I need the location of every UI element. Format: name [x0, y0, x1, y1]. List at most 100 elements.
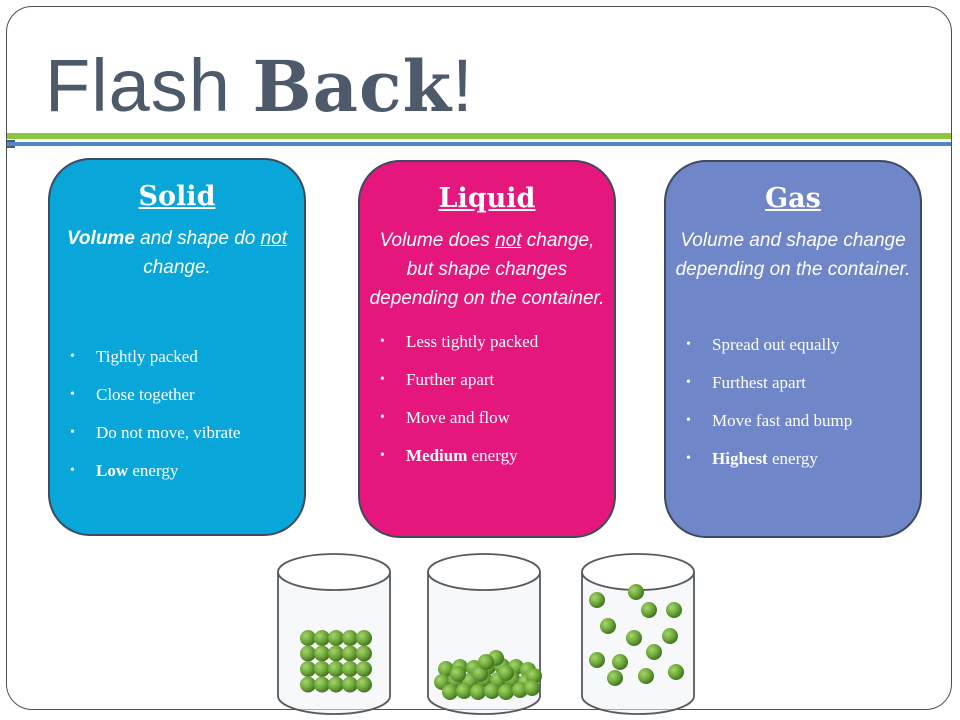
- list-item: Move and flow: [378, 399, 606, 437]
- solid-bullet-list: Tightly packed Close together Do not mov…: [58, 338, 296, 490]
- gas-heading: Gas: [765, 183, 821, 214]
- liquid-particle: [498, 665, 514, 681]
- gas-card: Gas Volume and shape change depending on…: [664, 160, 922, 538]
- liquid-particle: [450, 666, 466, 682]
- solid-particle: [314, 630, 330, 646]
- liquid-particle: [470, 684, 486, 700]
- gas-particle: [589, 592, 605, 608]
- solid-particle: [356, 630, 372, 646]
- title-exclamation: !: [452, 44, 474, 127]
- gas-particle: [641, 602, 657, 618]
- solid-particle: [328, 661, 344, 677]
- bullet-text: Less tightly packed: [406, 332, 539, 351]
- title-rule-blue: [7, 142, 951, 146]
- gas-particle: [589, 652, 605, 668]
- list-item: Furthest apart: [684, 364, 912, 402]
- bullet-text: Tightly packed: [96, 347, 198, 366]
- solid-particle: [342, 630, 358, 646]
- gas-particle: [600, 618, 616, 634]
- solid-particle: [328, 645, 344, 662]
- solid-particle: [342, 645, 358, 662]
- beaker-rim: [277, 553, 391, 591]
- solid-desc-volume: Volume: [66, 228, 135, 249]
- liquid-particle: [442, 684, 458, 700]
- liquid-particle: [438, 661, 454, 677]
- bullet-bold: Medium: [406, 446, 468, 465]
- liquid-particle: [524, 680, 540, 696]
- liquid-particle: [526, 668, 542, 684]
- solid-particle: [342, 661, 358, 677]
- solid-particle: [300, 661, 316, 677]
- solid-particle: [300, 630, 316, 646]
- solid-desc-not: not: [260, 228, 288, 249]
- gas-description: Volume and shape change depending on the…: [675, 230, 911, 280]
- solid-particle: [314, 676, 330, 693]
- solid-particle: [356, 645, 372, 662]
- list-item: Move fast and bump: [684, 402, 912, 440]
- bullet-bold: Low: [96, 461, 129, 480]
- title-bold: Back: [252, 45, 453, 128]
- bullet-text: Spread out equally: [712, 335, 840, 354]
- solid-particle: [314, 645, 330, 662]
- bullet-text: Move and flow: [406, 408, 510, 427]
- liquid-bullet-list: Less tightly packed Further apart Move a…: [368, 323, 606, 475]
- solid-desc-end: change.: [143, 257, 211, 278]
- bullet-text: Do not move, vibrate: [96, 423, 241, 442]
- solid-particle: [342, 676, 358, 693]
- gas-particle: [628, 584, 644, 600]
- slide-title: Flash Back!: [45, 41, 474, 132]
- bullet-text: Furthest apart: [712, 373, 806, 392]
- bullet-text: Move fast and bump: [712, 411, 853, 430]
- bullet-text: energy: [767, 449, 818, 468]
- liquid-particle: [456, 683, 472, 699]
- gas-particle: [607, 670, 623, 686]
- gas-particle: [638, 668, 654, 684]
- liquid-particle: [478, 654, 494, 670]
- gas-particle: [646, 644, 662, 660]
- gas-particle: [662, 628, 678, 644]
- liquid-particle: [498, 684, 514, 700]
- solid-heading: Solid: [138, 181, 216, 212]
- liquid-desc-part: Volume does: [379, 230, 496, 251]
- solid-desc-part: and shape do: [134, 228, 261, 249]
- solid-description: Volume and shape do not change.: [58, 224, 296, 282]
- list-item: Less tightly packed: [378, 323, 606, 361]
- gas-bullet-list: Spread out equally Furthest apart Move f…: [674, 326, 912, 478]
- title-rule-green: [7, 133, 951, 139]
- list-item: Close together: [68, 376, 296, 414]
- list-item: Highest energy: [684, 440, 912, 478]
- beaker-rim: [427, 553, 541, 591]
- solid-card: Solid Volume and shape do not change. Ti…: [48, 158, 306, 536]
- solid-particle: [328, 676, 344, 693]
- liquid-desc-end: change, but shape changes depending on t…: [369, 230, 605, 309]
- solid-particle: [356, 661, 372, 677]
- solid-particle: [300, 676, 316, 693]
- gas-particle: [666, 602, 682, 618]
- liquid-heading: Liquid: [438, 183, 536, 214]
- list-item: Do not move, vibrate: [68, 414, 296, 452]
- beakers-illustration: [277, 553, 695, 715]
- gas-particle: [626, 630, 642, 646]
- liquid-desc-not: not: [495, 230, 522, 251]
- liquid-description: Volume does not change, but shape change…: [368, 226, 606, 313]
- bullet-text: Close together: [96, 385, 195, 404]
- bullet-text: Further apart: [406, 370, 495, 389]
- solid-particle: [314, 661, 330, 677]
- list-item: Medium energy: [378, 437, 606, 475]
- bullet-text: energy: [467, 446, 518, 465]
- solid-particle: [300, 645, 316, 662]
- list-item: Further apart: [378, 361, 606, 399]
- gas-particle: [612, 654, 628, 670]
- liquid-card: Liquid Volume does not change, but shape…: [358, 160, 616, 538]
- bullet-bold: Highest: [712, 449, 768, 468]
- list-item: Spread out equally: [684, 326, 912, 364]
- liquid-particle: [484, 683, 500, 699]
- liquid-particle: [512, 682, 528, 698]
- gas-particle: [668, 664, 684, 680]
- solid-particle: [328, 630, 344, 646]
- list-item: Tightly packed: [68, 338, 296, 376]
- liquid-particle: [472, 666, 488, 682]
- title-regular: Flash: [45, 44, 253, 127]
- bullet-text: energy: [128, 461, 179, 480]
- list-item: Low energy: [68, 452, 296, 490]
